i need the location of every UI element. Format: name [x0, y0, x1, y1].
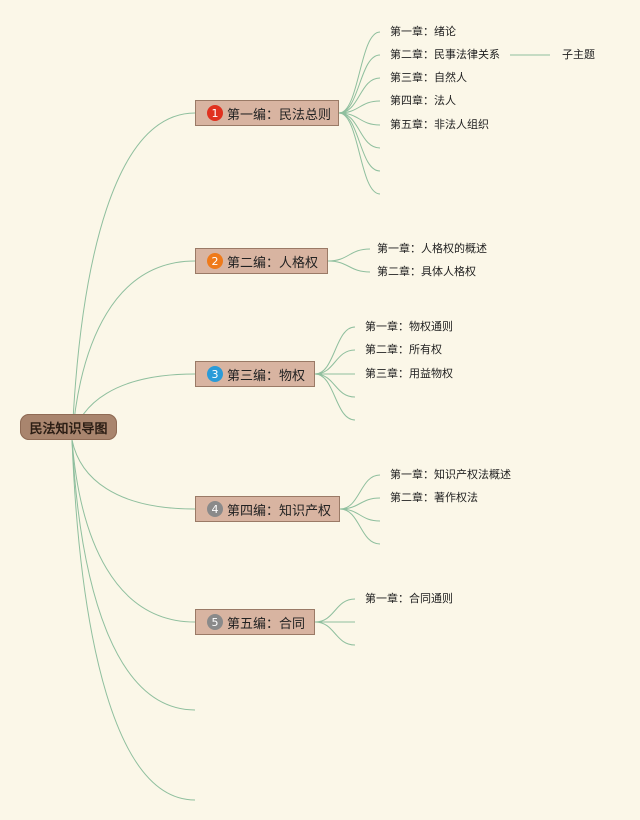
number-badge-4: 4	[207, 501, 223, 517]
chapter-connector	[339, 508, 381, 545]
number-badge-2: 2	[207, 253, 223, 269]
chapter-node[interactable]: 第二章：著作权法	[390, 491, 478, 504]
chapter-node[interactable]: 第一章：知识产权法概述	[390, 468, 511, 481]
root-branch-empty-1	[71, 439, 196, 711]
part-node-3-label: 第三编：物权	[227, 368, 306, 384]
chapter-node[interactable]: 第一章：人格权的概述	[377, 242, 487, 255]
root-branch-4	[71, 439, 196, 510]
root-node-label: 民法知识导图	[29, 421, 108, 437]
chapter-connector	[339, 497, 381, 510]
part-node-4-label: 第四编：知识产权	[227, 503, 332, 519]
root-branch-2	[71, 260, 196, 441]
chapter-node[interactable]: 第三章：自然人	[390, 71, 467, 84]
chapter-connector	[338, 54, 381, 114]
root-branch-empty-2	[71, 439, 196, 801]
chapter-connector	[314, 373, 356, 421]
chapter-node[interactable]: 第五章：非法人组织	[390, 118, 489, 131]
number-badge-3: 3	[207, 366, 223, 382]
chapter-connector	[338, 112, 381, 172]
chapter-node[interactable]: 第一章：合同通则	[365, 592, 453, 605]
chapter-connector	[314, 621, 356, 646]
part-node-2[interactable]: 2 第二编：人格权	[195, 248, 328, 274]
chapter-connector	[314, 373, 356, 398]
chapter-node[interactable]: 第二章：所有权	[365, 343, 442, 356]
root-node[interactable]: 民法知识导图	[20, 414, 117, 440]
chapter-node[interactable]: 第二章：具体人格权	[377, 265, 476, 278]
chapter-connector	[327, 260, 371, 273]
part-node-1[interactable]: 1 第一编：民法总则	[195, 100, 339, 126]
chapter-connector	[338, 100, 381, 114]
part-node-3[interactable]: 3 第三编：物权	[195, 361, 315, 387]
chapter-node[interactable]: 第二章：民事法律关系	[390, 48, 500, 61]
chapter-node[interactable]: 第一章：物权通则	[365, 320, 453, 333]
number-badge-1: 1	[207, 105, 223, 121]
chapter-node[interactable]: 第一章：绪论	[390, 25, 456, 38]
part-node-5[interactable]: 5 第五编：合同	[195, 609, 315, 635]
root-branch-1	[71, 112, 196, 441]
part-node-4[interactable]: 4 第四编：知识产权	[195, 496, 340, 522]
subtopic-node[interactable]: 子主题	[562, 48, 595, 61]
chapter-connector	[314, 326, 356, 375]
chapter-connector	[314, 598, 356, 623]
chapter-connector	[339, 508, 381, 522]
chapter-connector	[327, 248, 371, 262]
chapter-node[interactable]: 第三章：用益物权	[365, 367, 453, 380]
chapter-connector	[339, 474, 381, 510]
part-node-5-label: 第五编：合同	[227, 616, 306, 632]
chapter-connector	[314, 349, 356, 375]
part-node-2-label: 第二编：人格权	[227, 255, 319, 271]
chapter-node[interactable]: 第四章：法人	[390, 94, 456, 107]
chapter-connector	[338, 31, 381, 114]
chapter-connector	[338, 112, 381, 195]
root-branch-5	[71, 439, 196, 623]
part-node-1-label: 第一编：民法总则	[227, 107, 332, 123]
number-badge-5: 5	[207, 614, 223, 630]
chapter-connector	[338, 77, 381, 114]
